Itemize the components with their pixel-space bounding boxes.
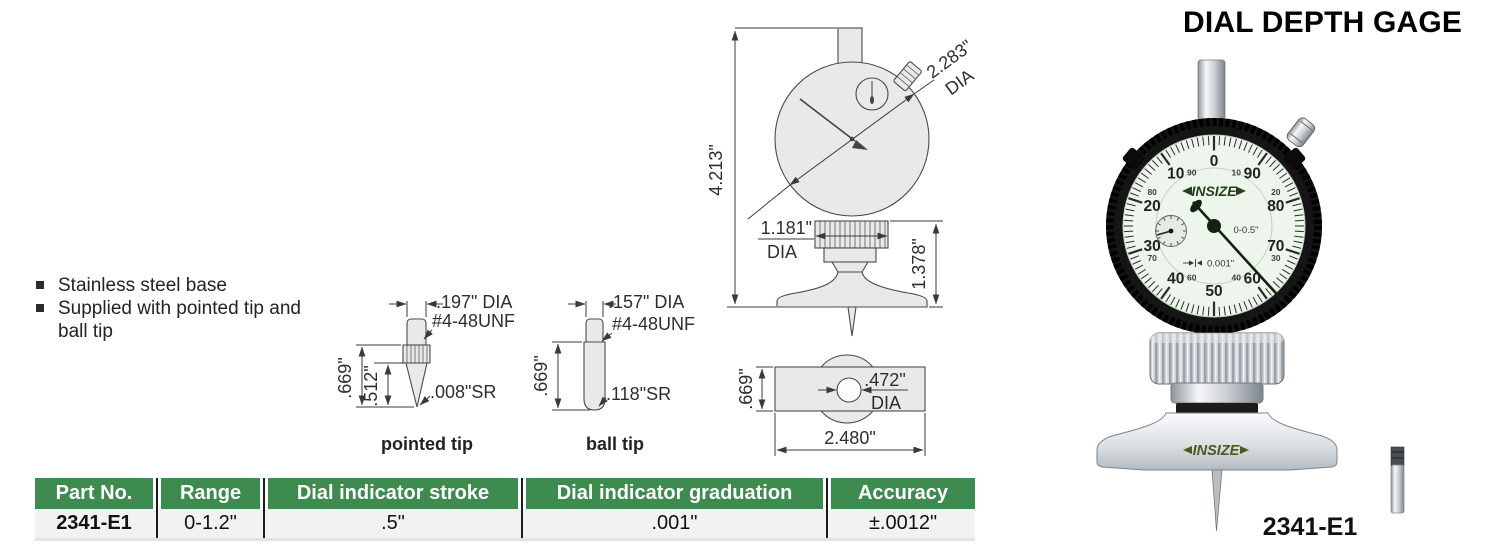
base-logo: INSIZE xyxy=(1183,443,1249,459)
photo-contact-tip xyxy=(1211,469,1223,532)
dial-number: 30 xyxy=(1144,238,1161,255)
logo-arrow-right xyxy=(1236,186,1246,196)
dial-number: 70 xyxy=(1267,238,1284,255)
header-graduation: Dial indicator graduation xyxy=(526,478,823,509)
dim-ball-length: .669" xyxy=(531,355,551,396)
ball-tip-label: ball tip xyxy=(586,434,644,454)
page-title: DIAL DEPTH GAGE xyxy=(1183,6,1463,39)
dial-number: 40 xyxy=(1167,271,1184,288)
dial-number: 10 xyxy=(1167,165,1184,182)
pointed-tip-label: pointed tip xyxy=(381,434,473,454)
dial-number: 90 xyxy=(1244,165,1261,182)
dial-number-small: 40 xyxy=(1231,273,1241,283)
table-header-row: Part No. Range Dial indicator stroke Dia… xyxy=(35,478,975,509)
table-row: 2341-E1 0-1.2" .5" .001" ±.0012" xyxy=(35,509,975,541)
spare-tip-pin xyxy=(1390,446,1405,514)
pointed-thread-label: #4-48UNF xyxy=(432,311,515,331)
feature-list: Stainless steel base Supplied with point… xyxy=(36,274,304,343)
graduation-marker xyxy=(1183,259,1202,267)
dim-pointed-sr: .008"SR xyxy=(430,382,496,402)
dim-ball-dia: .157" DIA xyxy=(608,292,684,312)
dial-number-small: 20 xyxy=(1271,187,1281,197)
dial-number-small: 60 xyxy=(1187,273,1197,283)
feature-item: Supplied with pointed tip and ball tip xyxy=(36,297,304,343)
header-stroke: Dial indicator stroke xyxy=(268,478,518,509)
photo-lower-collar xyxy=(1170,382,1264,404)
spec-table: Part No. Range Dial indicator stroke Dia… xyxy=(35,478,975,541)
contact-tip-drawing xyxy=(847,306,857,337)
dim-pointed-dia: .197" DIA xyxy=(436,292,512,312)
dim-base-depth: .669" xyxy=(736,368,756,409)
neck-drawing xyxy=(831,261,869,273)
dial-range-label: 0-0.5" xyxy=(1233,225,1258,236)
cell-graduation: .001" xyxy=(651,512,698,534)
dial-graduation-label: 0.001" xyxy=(1207,259,1234,270)
rev-needle xyxy=(870,96,874,104)
pointed-tip-drawing: .197" DIA #4-48UNF .669" .512" .008"SR p… xyxy=(335,292,515,454)
dial-number-small: 70 xyxy=(1147,253,1157,263)
header-range: Range xyxy=(161,478,260,509)
technical-drawing: 4.213" 2.283" xyxy=(335,27,977,456)
dim-hole-diameter-unit: DIA xyxy=(871,393,901,413)
feature-text: Stainless steel base xyxy=(58,275,227,296)
base-bottom-view: .472" DIA .669" 2.480" xyxy=(736,354,926,456)
dial-number-small: 90 xyxy=(1187,167,1197,177)
dim-ball-sr: .118"SR xyxy=(606,384,671,404)
insize-logo: INSIZE xyxy=(1182,183,1246,199)
dial-number-small: 80 xyxy=(1147,187,1157,197)
header-part-no: Part No. xyxy=(35,478,153,509)
dial-number-small: 10 xyxy=(1231,167,1241,177)
column-divider xyxy=(826,478,828,538)
cell-range: 0-1.2" xyxy=(184,512,237,534)
dim-pointed-length: .669" xyxy=(335,357,355,398)
dim-base-height: 1.378" xyxy=(909,238,929,289)
collar-drawing xyxy=(823,247,877,263)
photo-side-knob xyxy=(1286,117,1316,148)
base-brand-text: INSIZE xyxy=(1193,443,1241,459)
dim-base-width: 2.480" xyxy=(824,428,875,448)
photo-needle xyxy=(1190,199,1284,302)
bullet-icon xyxy=(36,281,44,289)
photo-clamp-ring xyxy=(1149,332,1285,385)
dial-number: 0 xyxy=(1210,153,1219,170)
dial-number: 20 xyxy=(1144,198,1161,215)
dim-stem-diameter: 1.181" xyxy=(761,218,812,238)
header-accuracy: Accuracy xyxy=(831,478,975,509)
product-code: 2341-E1 xyxy=(1262,513,1358,541)
ball-thread-label: #4-48UNF xyxy=(612,314,695,334)
photo-base xyxy=(1096,412,1338,471)
cell-part-no: 2341-E1 xyxy=(56,512,132,534)
feature-item: Stainless steel base xyxy=(36,274,304,297)
column-divider xyxy=(521,478,523,538)
hole-drawing xyxy=(836,377,862,403)
base-drawing xyxy=(776,271,928,308)
side-knob-drawing xyxy=(893,61,922,92)
column-divider xyxy=(156,478,158,538)
dim-stem-diameter-unit: DIA xyxy=(767,242,797,262)
dial-ticks xyxy=(1124,136,1304,316)
dim-pointed-tip-length: .512" xyxy=(361,365,381,406)
dim-overall-height: 4.213" xyxy=(706,144,726,195)
ball-tip-drawing: .157" DIA #4-48UNF .669" .118"SR ball ti… xyxy=(531,292,695,454)
dial-number: 80 xyxy=(1267,198,1284,215)
dial-number: 60 xyxy=(1244,271,1261,288)
photo-black-ring xyxy=(1176,403,1258,414)
rev-counter xyxy=(1155,215,1187,247)
column-divider xyxy=(263,478,265,538)
dim-hole-diameter: .472" xyxy=(864,370,905,390)
cell-accuracy: ±.0012" xyxy=(868,512,938,534)
clamp-ring-drawing xyxy=(814,220,889,249)
dial-number-small: 30 xyxy=(1271,253,1281,263)
main-gage-drawing: 4.213" 2.283" xyxy=(706,27,977,337)
bullet-icon xyxy=(36,304,44,312)
cell-stroke: .5" xyxy=(381,512,405,534)
dial-brand-text: INSIZE xyxy=(1191,183,1237,199)
photo-stem xyxy=(1197,59,1226,121)
dial-number: 50 xyxy=(1205,283,1222,300)
logo-arrow-left xyxy=(1182,186,1192,196)
feature-text: Supplied with pointed tip and ball tip xyxy=(58,298,301,342)
